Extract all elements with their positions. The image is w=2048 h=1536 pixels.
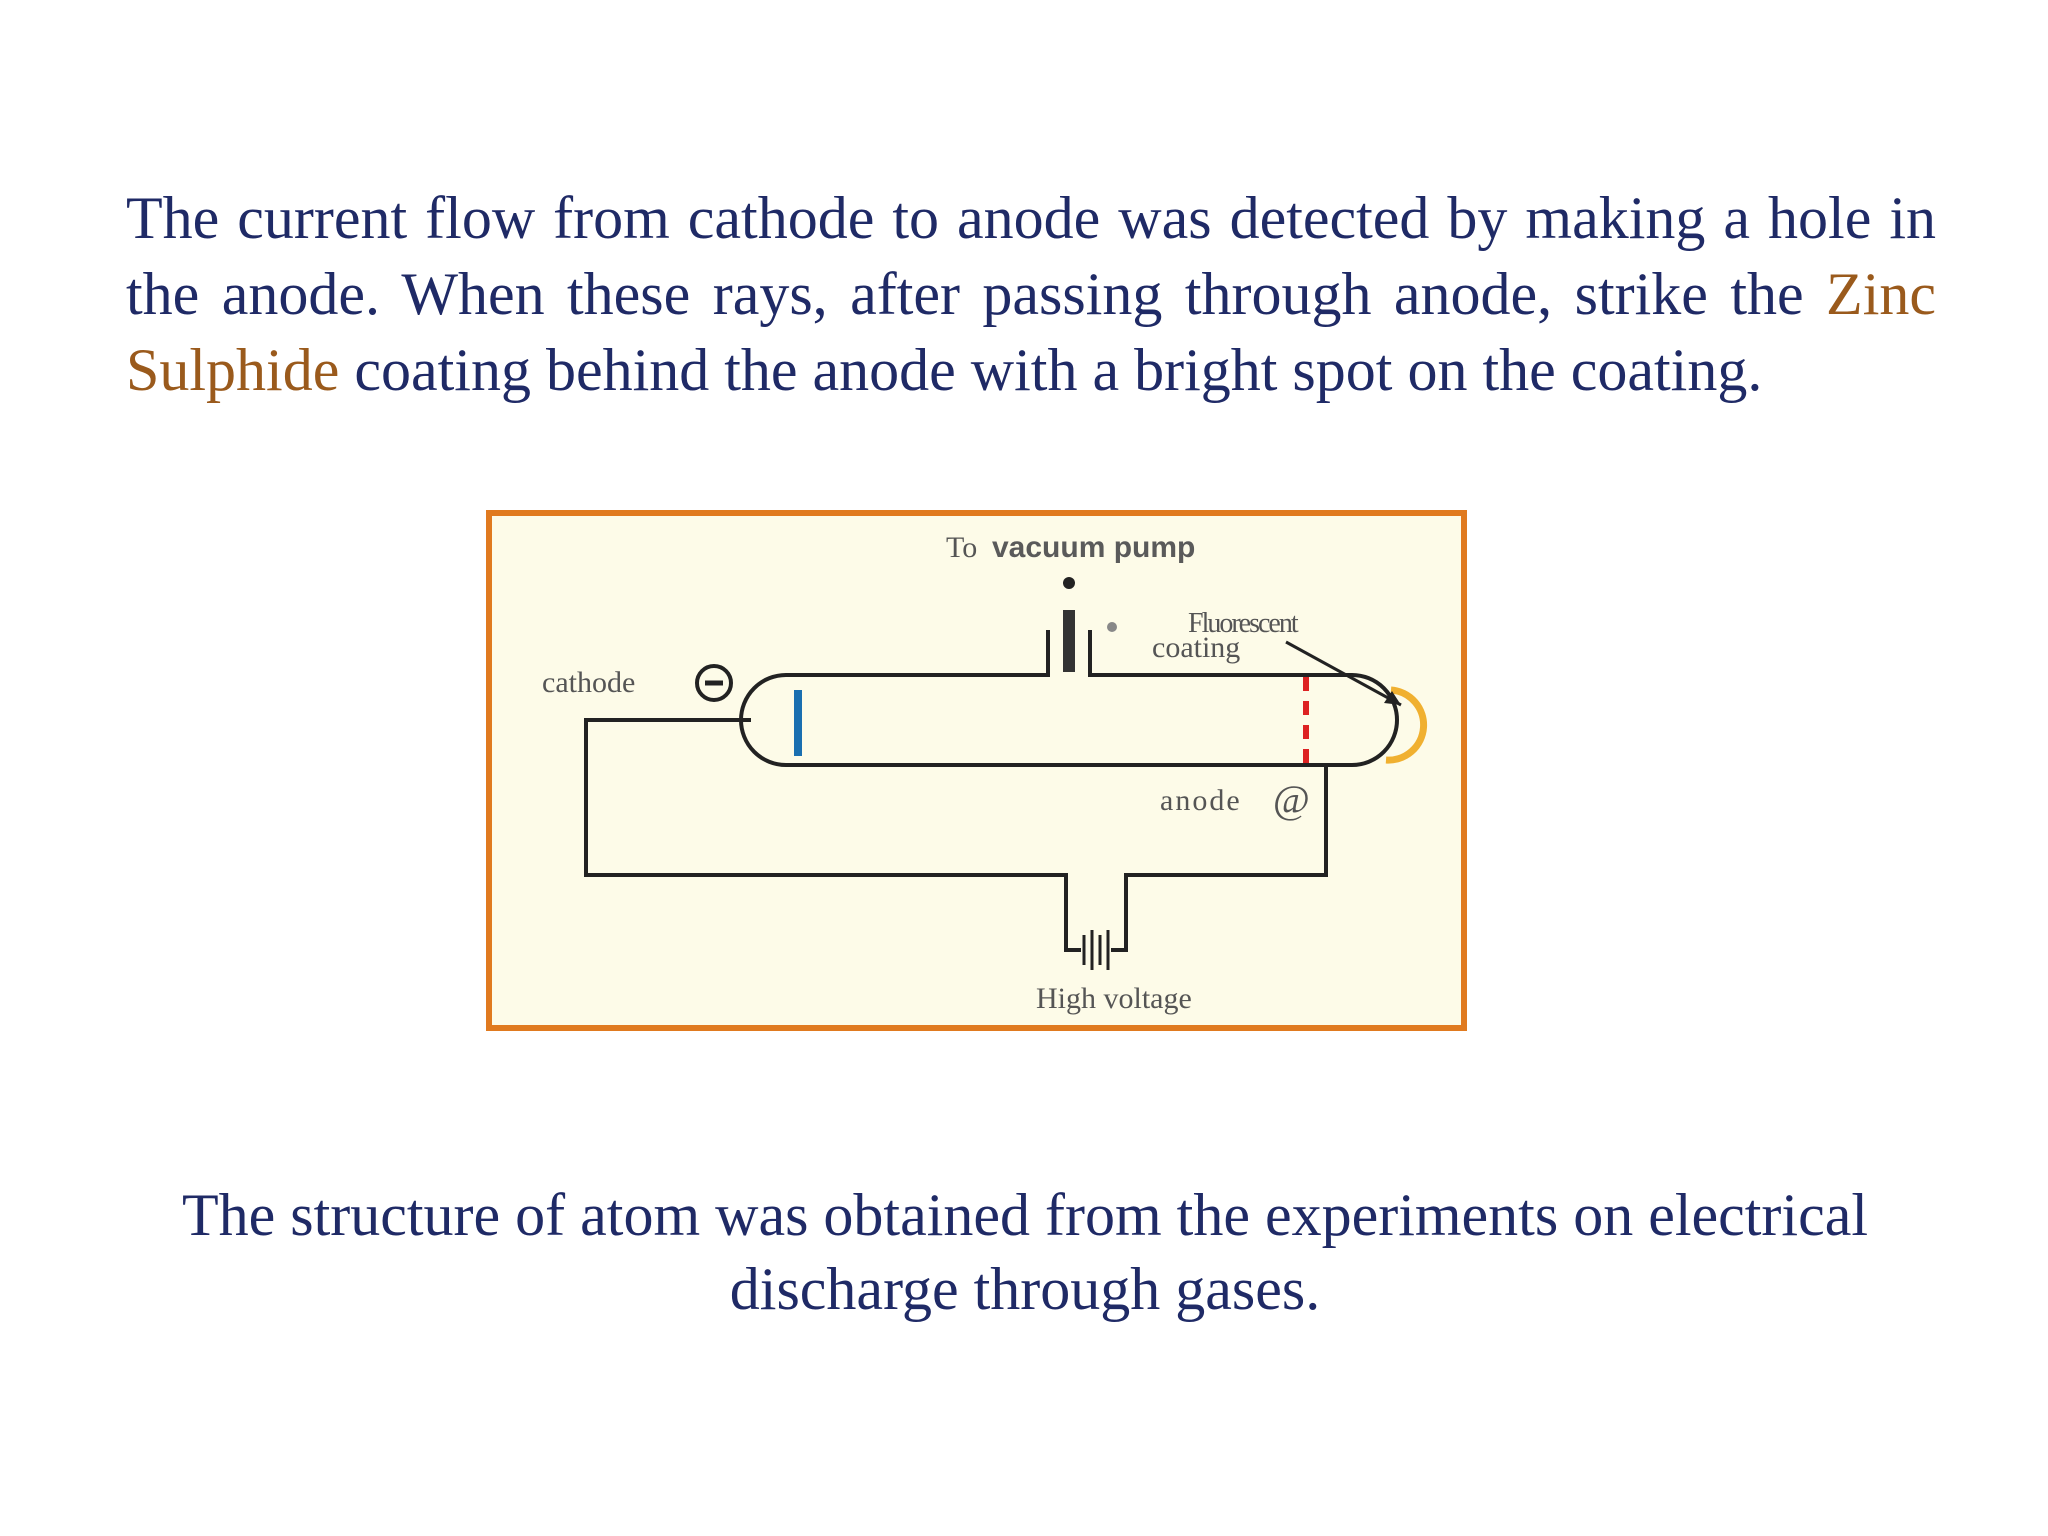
intro-paragraph: The current flow from cathode to anode w…	[126, 180, 1936, 408]
intro-text-start: The current flow from cathode to anode w…	[126, 185, 1936, 327]
conclusion-paragraph: The structure of atom was obtained from …	[181, 1182, 1869, 1322]
label-fluorescent: Fluorescent	[1188, 608, 1299, 639]
intro-text-end: coating behind the anode with a bright s…	[339, 337, 1763, 403]
zinc-sulphide-highlight: Zinc Sulphide	[126, 261, 1936, 403]
label-cathode: cathode	[542, 666, 635, 699]
pump-dot-small	[1107, 622, 1117, 632]
pump-dot	[1063, 577, 1075, 589]
diagram-frame	[486, 510, 1467, 1031]
anode-symbol: @	[1273, 777, 1310, 822]
pump-stopcock	[1063, 610, 1075, 672]
label-to: To	[946, 531, 977, 564]
label-vacuum-pump: vacuum pump	[992, 531, 1195, 564]
battery-icon	[1082, 930, 1110, 970]
label-anode: anode	[1160, 784, 1242, 817]
coating-pointer-arrow	[1285, 640, 1402, 707]
label-coating: coating	[1152, 631, 1240, 664]
circuit-wire-anode	[1111, 763, 1328, 952]
arrow-head-icon	[1384, 691, 1401, 705]
fluorescent-coating	[1385, 686, 1428, 764]
negative-terminal-icon	[695, 664, 733, 702]
label-high-voltage: High voltage	[1036, 982, 1192, 1015]
discharge-tube	[739, 655, 1399, 767]
circuit-wire-cathode	[584, 718, 1081, 952]
cathode-ray-tube-diagram: To vacuum pump Fluorescent coating catho…	[486, 510, 1467, 1031]
